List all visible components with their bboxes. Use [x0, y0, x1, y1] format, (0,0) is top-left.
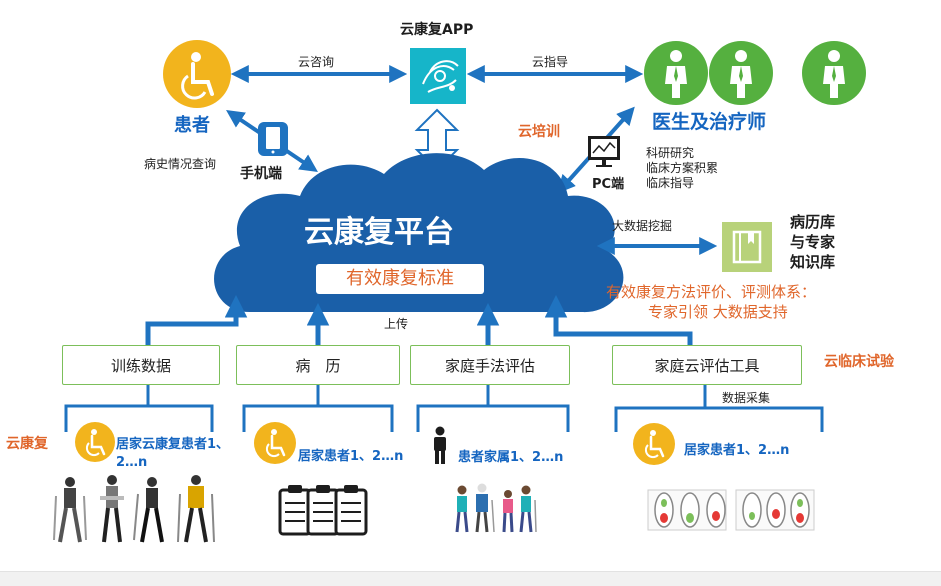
- person-icon: [434, 426, 446, 464]
- app-label: 云康复APP: [400, 22, 474, 38]
- footprint-icon: [735, 489, 815, 531]
- clipboard-icon: [306, 485, 340, 536]
- group4-label: 居家患者1、2…n: [684, 443, 790, 458]
- bracket-family: [416, 385, 570, 432]
- arrow-up-training: [145, 295, 248, 345]
- big-data-label: 大数据挖掘: [612, 219, 673, 233]
- patient-wheelchair-icon: [254, 422, 296, 464]
- app-icon: [410, 48, 466, 104]
- data-collect-label: 数据采集: [722, 391, 771, 405]
- arrow-up-tool: [544, 295, 693, 345]
- kb-line3: 知识库: [790, 253, 836, 271]
- exoskeleton-figures: [53, 475, 215, 543]
- cloud-rehab-label: 云康复: [6, 436, 48, 452]
- pc-item-accumulation: 临床方案积累: [646, 161, 719, 175]
- cloud-guide-label: 云指导: [532, 55, 569, 69]
- box-family-cloud-tool: 家庭云评估工具: [612, 345, 802, 385]
- book-icon: [722, 222, 772, 272]
- standard-badge: 有效康复标准: [316, 264, 484, 294]
- history-query-label: 病史情况查询: [144, 157, 217, 171]
- kb-line2: 与专家: [790, 233, 836, 251]
- footprint-icon: [647, 489, 727, 531]
- clinical-trial-label: 云临床试验: [824, 354, 894, 370]
- doctor-icon: [709, 41, 773, 105]
- bottom-bar: [0, 571, 941, 586]
- patient-label: 患者: [174, 115, 210, 136]
- upload-label: 上传: [384, 317, 409, 331]
- pc-label: PC端: [592, 177, 625, 192]
- eval-line2: 专家引领 大数据支持: [648, 303, 788, 321]
- pc-item-guidance: 临床指导: [646, 176, 695, 190]
- pc-monitor-icon: [588, 136, 620, 167]
- patient-wheelchair-icon: [163, 40, 231, 108]
- doctors-label: 医生及治疗师: [652, 111, 767, 133]
- doctor-icon: [644, 41, 708, 105]
- box-medical-history: 病 历: [236, 345, 400, 385]
- bracket-history: [242, 385, 394, 432]
- patient-wheelchair-icon: [75, 422, 115, 462]
- group1-line1: 居家云康复患者1、: [116, 437, 230, 452]
- eval-line1: 有效康复方法评价、评测体系：: [606, 283, 817, 301]
- box-family-assessment: 家庭手法评估: [410, 345, 570, 385]
- bracket-training: [64, 385, 214, 432]
- phone-icon: [258, 122, 288, 156]
- clipboard-icon: [278, 485, 312, 536]
- group3-label: 患者家属1、2…n: [458, 450, 564, 465]
- cloud-training-label: 云培训: [518, 124, 560, 140]
- box-training-data: 训练数据: [62, 345, 220, 385]
- mobile-label: 手机端: [240, 166, 282, 182]
- pc-item-research: 科研研究: [646, 146, 695, 160]
- clipboard-icon: [334, 485, 368, 536]
- doctor-icon: [802, 41, 866, 105]
- cloud-consult-label: 云咨询: [298, 55, 335, 69]
- group2-label: 居家患者1、2…n: [298, 449, 404, 464]
- group1-line2: 2…n: [116, 455, 148, 470]
- platform-title: 云康复平台: [304, 215, 454, 250]
- kb-line1: 病历库: [790, 213, 836, 231]
- patient-wheelchair-icon: [633, 423, 675, 465]
- bracket-tool: [614, 385, 824, 432]
- family-figures: [455, 483, 537, 533]
